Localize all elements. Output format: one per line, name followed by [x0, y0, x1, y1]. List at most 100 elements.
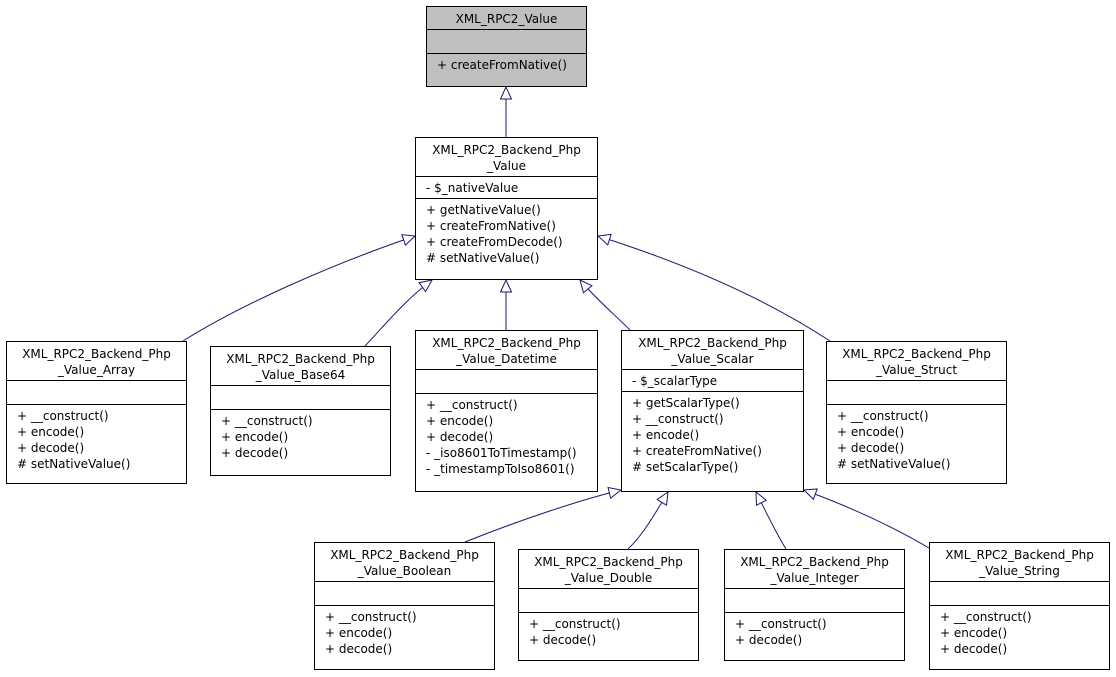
- inheritance-arrowhead: [401, 234, 417, 246]
- method-line: # setNativeValue(): [426, 251, 540, 265]
- class-attributes: - $_scalarType: [622, 369, 803, 391]
- class-methods: + __construct()+ encode()+ decode()# set…: [827, 404, 1006, 474]
- method-line: + __construct(): [17, 409, 109, 423]
- method-line: + decode(): [735, 633, 803, 647]
- class-value-struct[interactable]: XML_RPC2_Backend_Php _Value_Struct + __co…: [826, 341, 1007, 484]
- class-name-line: _Value_Integer: [770, 571, 859, 585]
- class-title: XML_RPC2_Backend_Php _Value_Datetime: [416, 331, 597, 369]
- method-line: + decode(): [837, 441, 905, 455]
- class-attributes: [211, 385, 390, 409]
- class-methods: + __construct() + encode() + decode(): [930, 605, 1109, 659]
- class-name-line: XML_RPC2_Backend_Php: [22, 347, 171, 361]
- method-line: + __construct(): [632, 412, 724, 426]
- method-line: + encode(): [17, 425, 85, 439]
- class-title: XML_RPC2_Backend_Php_Value_Scalar: [622, 331, 803, 369]
- class-value-base64[interactable]: XML_RPC2_Backend_Php _Value_Base64 + __co…: [210, 346, 391, 476]
- method-line: + encode(): [940, 626, 1008, 640]
- method-line: + decode(): [940, 642, 1008, 656]
- class-backend-php-value[interactable]: XML_RPC2_Backend_Php_Value - $_nativeVal…: [415, 137, 598, 280]
- class-title: XML_RPC2_Backend_Php _Value_Integer: [725, 550, 904, 588]
- inheritance-arrowhead: [579, 279, 593, 294]
- method-line: + decode(): [426, 430, 494, 444]
- method-line: + getScalarType(): [632, 396, 740, 410]
- class-title: XML_RPC2_Backend_Php _Value_Base64: [211, 347, 390, 385]
- method-line: + __construct(): [735, 617, 827, 631]
- class-value-scalar[interactable]: XML_RPC2_Backend_Php_Value_Scalar - $_sc…: [621, 330, 804, 492]
- method-line: # setNativeValue(): [837, 457, 951, 471]
- method-line: + createFromNative(): [632, 444, 762, 458]
- method-line: + encode(): [632, 428, 700, 442]
- class-value-boolean[interactable]: XML_RPC2_Backend_Php _Value_Boolean + __c…: [314, 542, 495, 670]
- inheritance-arrowhead: [499, 278, 513, 293]
- method-line: + createFromNative(): [437, 58, 567, 72]
- method-line: - _timestampToIso8601(): [426, 462, 575, 476]
- method-line: - _iso8601ToTimestamp(): [426, 446, 577, 460]
- class-methods: + __construct()+ decode(): [519, 612, 698, 650]
- class-name-line: _Value_Scalar: [671, 352, 754, 366]
- class-name-line: XML_RPC2_Backend_Php: [432, 336, 581, 350]
- inheritance-arrowhead: [802, 488, 818, 501]
- class-title: XML_RPC2_Backend_Php_Value_Double: [519, 550, 698, 588]
- class-attributes: [827, 380, 1006, 404]
- class-attributes: [930, 581, 1109, 605]
- class-name-line: XML_RPC2_Backend_Php: [842, 347, 991, 361]
- class-name-line: _Value_Boolean: [357, 564, 452, 578]
- class-methods: + __construct()+ encode()+ decode(): [211, 409, 390, 463]
- class-name-line: _Value_Struct: [875, 363, 958, 377]
- class-title: XML_RPC2_Backend_Php _Value_Struct: [827, 342, 1006, 380]
- class-name-line: XML_RPC2_Backend_Php: [226, 352, 375, 366]
- class-name-line: XML_RPC2_Value: [455, 12, 558, 26]
- class-name-line: XML_RPC2_Backend_Php: [330, 548, 479, 562]
- attribute-line: - $_nativeValue: [426, 181, 519, 195]
- method-line: # setNativeValue(): [17, 457, 131, 471]
- class-name-line: _Value: [487, 159, 526, 173]
- class-methods: + __construct()+ encode()+ decode(): [315, 605, 494, 659]
- class-attributes: [725, 588, 904, 612]
- method-line: + decode(): [221, 446, 289, 460]
- method-line: + decode(): [529, 633, 597, 647]
- class-name-line: _Value_Base64: [255, 368, 346, 382]
- method-line: + createFromNative(): [426, 219, 556, 233]
- class-attributes: [427, 29, 586, 53]
- method-line: + __construct(): [426, 398, 518, 412]
- class-attributes: [7, 380, 186, 404]
- inheritance-arrowhead: [418, 279, 433, 293]
- class-value-double[interactable]: XML_RPC2_Backend_Php_Value_Double + __co…: [518, 549, 699, 661]
- inheritance-arrowhead: [596, 233, 612, 246]
- method-line: + __construct(): [221, 414, 313, 428]
- class-attributes: [315, 581, 494, 605]
- class-title: XML_RPC2_Backend_Php _Value_Array: [7, 342, 186, 380]
- inheritance-arrowhead: [656, 490, 669, 506]
- class-xml-rpc2-value[interactable]: XML_RPC2_Value + createFromNative(): [426, 6, 587, 87]
- method-line: + __construct(): [940, 610, 1032, 624]
- method-line: + decode(): [17, 441, 85, 455]
- class-name-line: XML_RPC2_Backend_Php: [945, 548, 1094, 562]
- class-name-line: _Value_Datetime: [456, 352, 557, 366]
- inheritance-edge-string-to-scalar: [803, 489, 930, 549]
- method-line: + decode(): [325, 642, 393, 656]
- class-methods: + __construct() + decode(): [725, 612, 904, 650]
- class-value-integer[interactable]: XML_RPC2_Backend_Php _Value_Integer + __c…: [724, 549, 905, 661]
- method-line: + __construct(): [325, 610, 417, 624]
- class-attributes: - $_nativeValue: [416, 176, 597, 198]
- class-name-line: _Value_Array: [57, 363, 136, 377]
- inheritance-arrowhead: [755, 490, 768, 506]
- class-methods: + __construct() + encode() + decode() # set…: [7, 404, 186, 474]
- class-methods: + getScalarType() + __construct() + encode…: [622, 391, 803, 477]
- method-line: + getNativeValue(): [426, 203, 541, 217]
- class-value-array[interactable]: XML_RPC2_Backend_Php _Value_Array + __con…: [6, 341, 187, 484]
- class-attributes: [416, 369, 597, 393]
- inheritance-arrowhead: [607, 486, 623, 500]
- class-methods: + createFromNative(): [427, 53, 586, 75]
- class-name-line: _Value_String: [979, 564, 1060, 578]
- inheritance-edge-struct-to-php_value: [597, 235, 831, 342]
- class-name-line: XML_RPC2_Backend_Php: [740, 555, 889, 569]
- method-line: + createFromDecode(): [426, 235, 563, 249]
- class-value-datetime[interactable]: XML_RPC2_Backend_Php _Value_Datetime + __…: [415, 330, 598, 492]
- attribute-line: - $_scalarType: [632, 374, 718, 388]
- method-line: + __construct(): [837, 409, 929, 423]
- class-value-string[interactable]: XML_RPC2_Backend_Php _Value_String + __co…: [929, 542, 1110, 670]
- inheritance-edge-boolean-to-scalar: [464, 489, 622, 543]
